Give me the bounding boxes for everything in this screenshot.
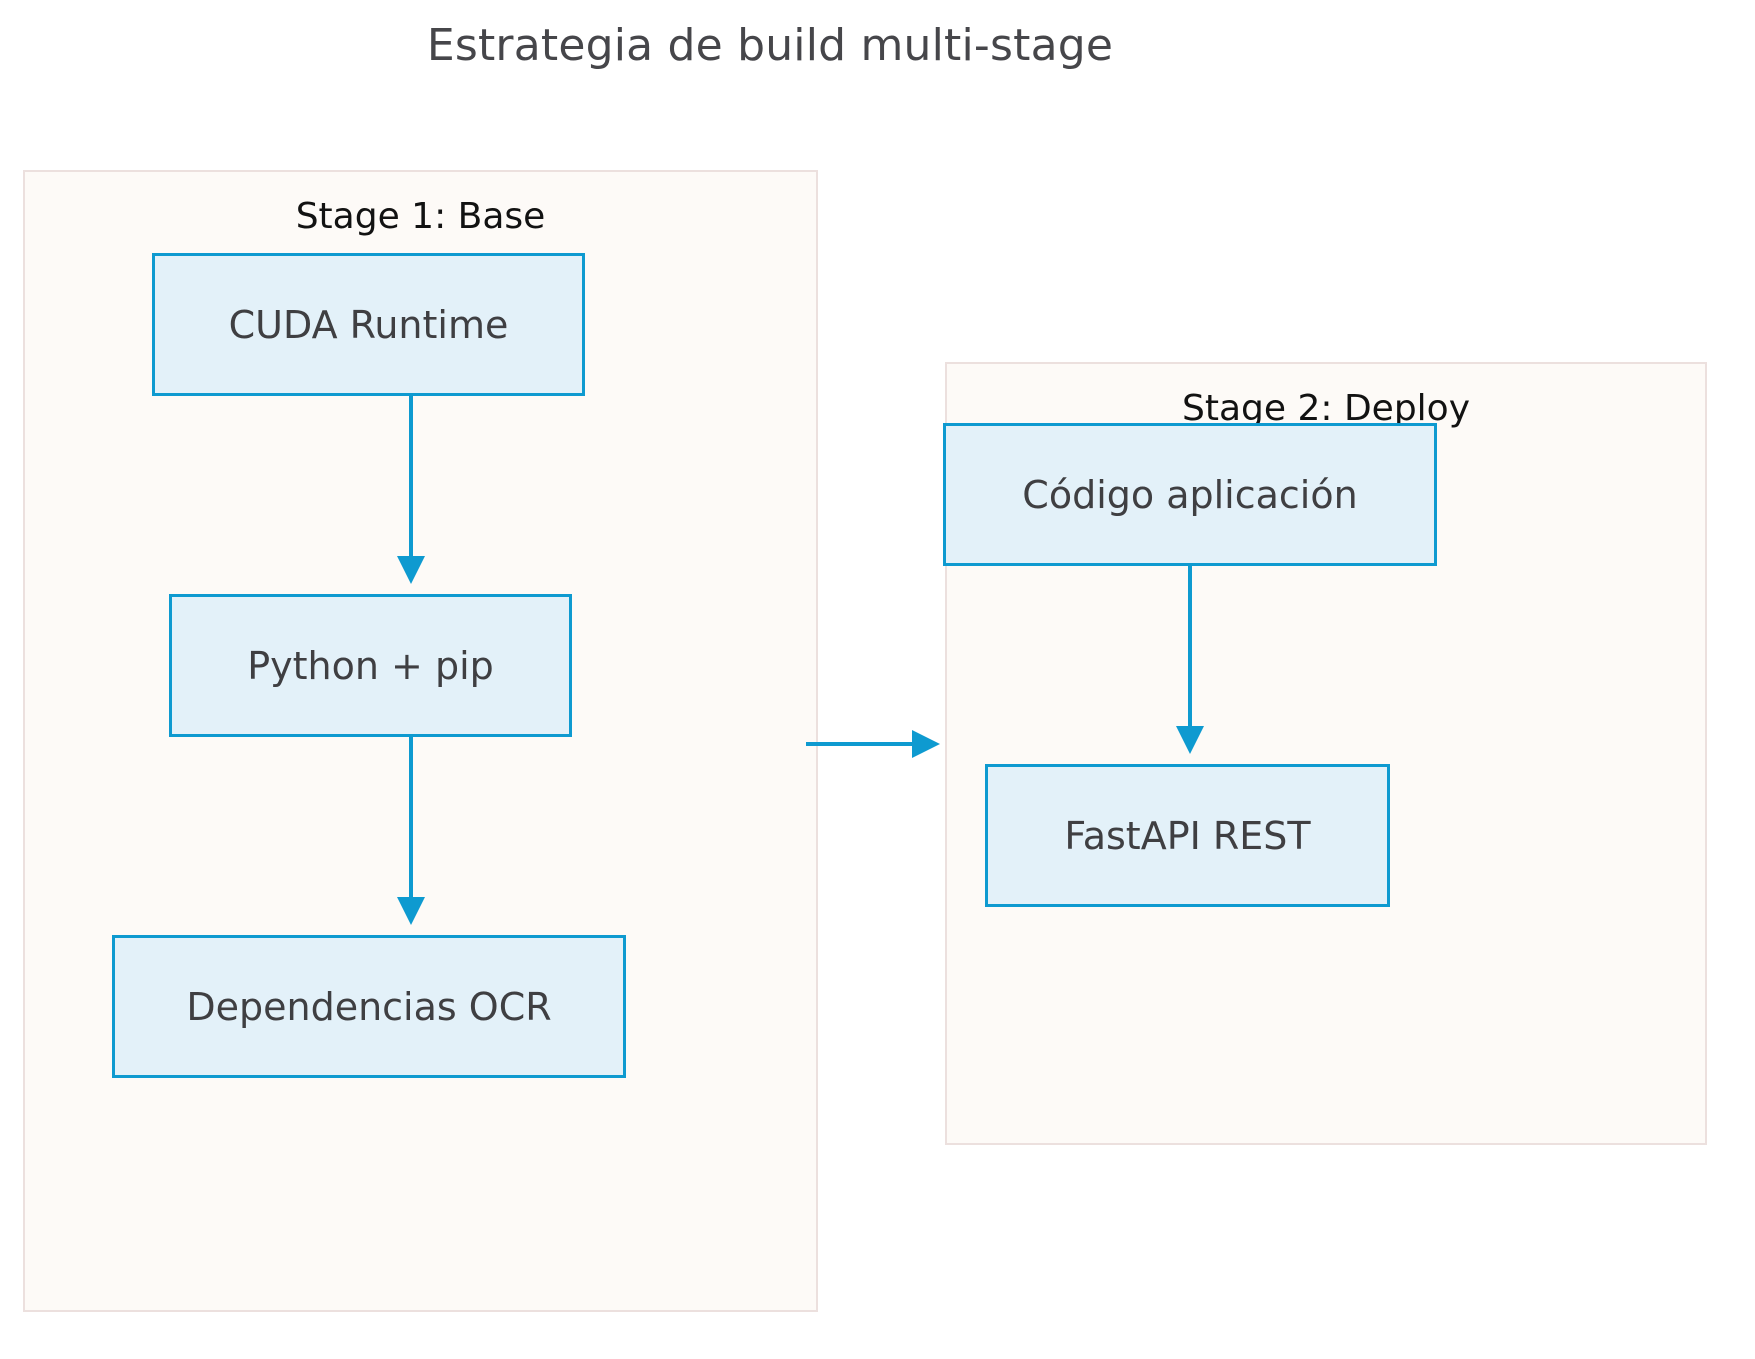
node-label-python-pip: Python + pip: [247, 643, 494, 688]
node-cuda-runtime[interactable]: CUDA Runtime: [152, 253, 585, 396]
node-label-codigo-aplicacion: Código aplicación: [1022, 472, 1358, 517]
node-label-dependencias-ocr: Dependencias OCR: [186, 984, 552, 1029]
cluster-label-stage-1: Stage 1: Base: [295, 196, 546, 237]
cluster-label-stage-2: Stage 2: Deploy: [1182, 388, 1470, 429]
diagram-title: Estrategia de build multi-stage: [426, 20, 1114, 71]
node-fastapi-rest[interactable]: FastAPI REST: [985, 764, 1390, 907]
node-dependencias-ocr[interactable]: Dependencias OCR: [112, 935, 626, 1078]
node-python-pip[interactable]: Python + pip: [169, 594, 572, 737]
node-label-cuda-runtime: CUDA Runtime: [228, 302, 509, 347]
node-label-fastapi-rest: FastAPI REST: [1064, 813, 1311, 858]
node-codigo-aplicacion[interactable]: Código aplicación: [943, 423, 1437, 566]
